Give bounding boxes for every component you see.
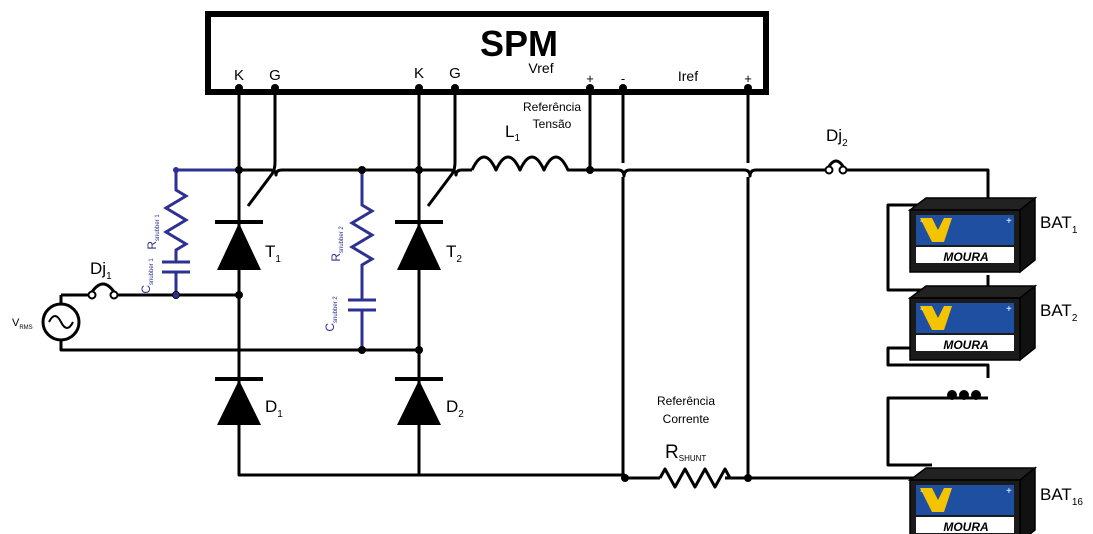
- ref-tensao-line2: Tensão: [533, 117, 572, 131]
- inductor-l1: [470, 155, 572, 172]
- ref-tensao-line1: Referência: [523, 100, 581, 114]
- spm-box: [205, 11, 769, 95]
- label-csnubber2: Csnubber 2: [323, 296, 339, 332]
- wire-leg1: [237, 88, 625, 477]
- label-bat1: BAT1: [1040, 213, 1078, 236]
- thyristor-t1: [217, 223, 261, 270]
- label-csnubber1: Csnubber 1: [139, 258, 155, 294]
- label-t1: T1: [265, 242, 281, 265]
- label-dj1: Dj1: [90, 259, 112, 282]
- label-t2: T2: [446, 242, 462, 265]
- snubber-2: [348, 170, 376, 350]
- label-l1: L1: [505, 122, 520, 144]
- spm-vref: Vref: [528, 60, 553, 76]
- label-dj2: Dj2: [826, 126, 848, 149]
- spm-plus2: +: [744, 71, 752, 86]
- ellipsis-dots: [947, 390, 981, 400]
- label-rsnubber2: Rsnubber 2: [329, 226, 345, 262]
- battery-16-brand: MOURA: [943, 520, 988, 534]
- label-bat2: BAT2: [1040, 301, 1078, 324]
- spm-minus: -: [621, 71, 625, 86]
- ref-corrente-line2: Corrente: [663, 412, 710, 426]
- battery-2-brand: MOURA: [943, 338, 988, 352]
- thyristor-t2: [397, 223, 441, 270]
- spm-g2: G: [449, 65, 461, 82]
- label-d1: D1: [265, 397, 283, 420]
- label-bat16: BAT16: [1040, 485, 1083, 508]
- label-rshunt: RSHUNT: [665, 442, 706, 463]
- spm-plus1: +: [586, 71, 594, 86]
- diode-d2: [397, 380, 441, 425]
- spm-iref: Iref: [678, 68, 698, 84]
- label-vrms: VRMS: [12, 317, 33, 331]
- spm-g1: G: [269, 67, 281, 84]
- snubber-1: [162, 168, 239, 295]
- shunt-resistor: [658, 467, 732, 489]
- spm-k1: K: [234, 67, 244, 84]
- label-rsnubber1: Rsnubber 1: [145, 214, 161, 250]
- spm-k2: K: [414, 65, 424, 82]
- battery-1-brand: MOURA: [943, 250, 988, 264]
- ref-corrente-line1: Referência: [657, 394, 715, 408]
- spm-title: SPM: [480, 23, 558, 64]
- diode-d1: [217, 380, 261, 425]
- label-d2: D2: [446, 397, 464, 420]
